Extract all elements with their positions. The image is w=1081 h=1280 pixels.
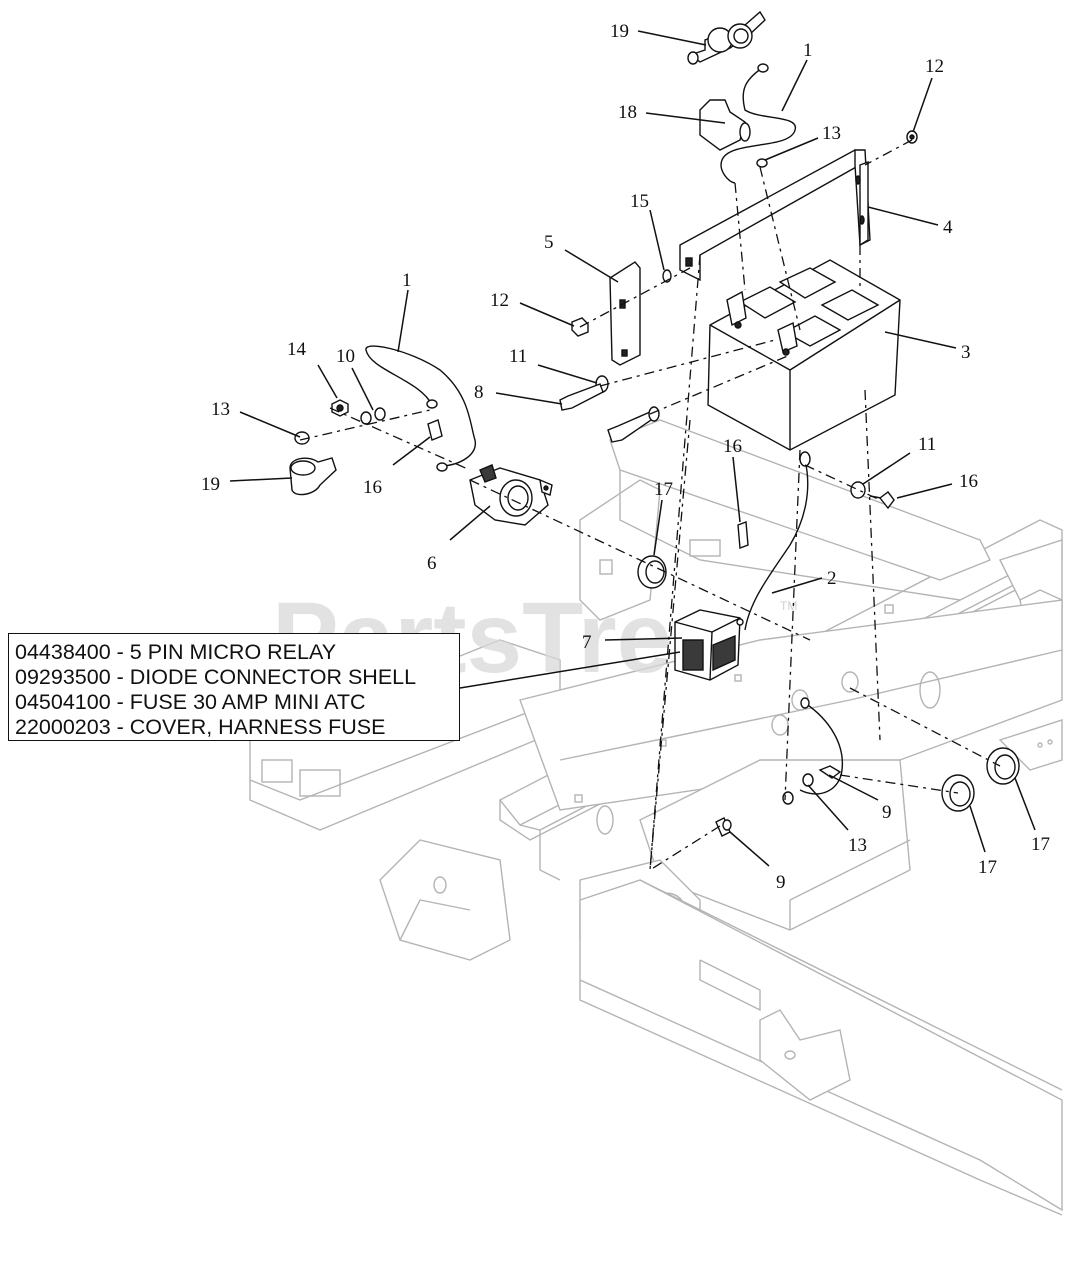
callout-3: 3 (961, 342, 971, 363)
callout-labels: 19 1 12 18 13 4 15 5 12 3 1 14 10 11 8 1… (201, 21, 1050, 893)
callout-1-top: 1 (803, 40, 813, 61)
carriage-bolt (559, 383, 604, 411)
callout-9-bottom: 9 (776, 872, 786, 893)
washer-11-right (850, 481, 866, 499)
parts-list-item-fuse-cover: 22000203 - COVER, HARNESS FUSE (15, 715, 386, 739)
battery-bracket (609, 261, 641, 366)
callout-19-left: 19 (201, 474, 220, 495)
callout-17-mid: 17 (978, 857, 997, 878)
bolt-9-right (818, 765, 842, 779)
hex-nut-14 (331, 399, 349, 417)
screw-16-mid (737, 521, 749, 549)
starter-solenoid (469, 464, 553, 526)
bolt-lower-left (607, 406, 660, 443)
parts-list-item-diode: 09293500 - DIODE CONNECTOR SHELL (15, 665, 417, 689)
callout-16-left: 16 (363, 477, 382, 498)
leader-lines (229, 30, 1036, 867)
callout-2: 2 (827, 568, 837, 589)
callout-8: 8 (474, 382, 484, 403)
terminal-boot-left (289, 457, 337, 496)
chassis-frame (249, 419, 1063, 1216)
hex-nut-top (756, 158, 768, 168)
parts-list-box: 04438400 - 5 PIN MICRO RELAY 09293500 - … (8, 633, 460, 741)
parts-list-item-relay: 04438400 - 5 PIN MICRO RELAY (15, 640, 337, 664)
grommet-17-right (986, 747, 1020, 785)
flange-bolt-top-right (906, 130, 918, 144)
callout-16-mid: 16 (723, 436, 742, 457)
callout-6: 6 (427, 553, 437, 574)
callout-12-left: 12 (490, 290, 509, 311)
callout-9-right: 9 (882, 802, 892, 823)
battery-hold-down-strap (679, 149, 871, 282)
callout-14: 14 (287, 339, 307, 360)
callout-12-right: 12 (925, 56, 944, 77)
callout-17-left: 17 (654, 479, 673, 500)
callout-11-right: 11 (918, 434, 936, 455)
callout-10: 10 (336, 346, 355, 367)
assembly-lines (299, 139, 1001, 871)
callout-16-right: 16 (959, 471, 978, 492)
terminal-cap (699, 99, 751, 151)
lock-washer-a (360, 411, 372, 425)
callout-15: 15 (630, 191, 649, 212)
battery (707, 259, 901, 451)
callout-13-bottom: 13 (848, 835, 867, 856)
callout-19-top: 19 (610, 21, 629, 42)
parts-list-item-fuse: 04504100 - FUSE 30 AMP MINI ATC (15, 690, 366, 714)
terminal-boot-top (687, 10, 766, 65)
ground-cable (744, 451, 811, 631)
callout-13-left: 13 (211, 399, 230, 420)
lock-washer-b (374, 407, 386, 421)
screw-16-left (427, 419, 443, 441)
battery-cable-left (365, 345, 476, 472)
callout-4: 4 (943, 217, 953, 238)
harness-cable (799, 697, 844, 795)
callout-18: 18 (618, 102, 637, 123)
hex-nut-bottom-a (802, 773, 814, 787)
callout-17-right: 17 (1031, 834, 1050, 855)
relay-fuse-holder (674, 609, 744, 681)
watermark-trademark: TM (780, 599, 797, 613)
battery-cable-top (720, 63, 796, 184)
callout-11-left: 11 (509, 346, 527, 367)
callout-13-top: 13 (822, 123, 841, 144)
callout-7: 7 (582, 632, 592, 653)
callout-1-left: 1 (402, 270, 412, 291)
callout-5: 5 (544, 232, 554, 253)
